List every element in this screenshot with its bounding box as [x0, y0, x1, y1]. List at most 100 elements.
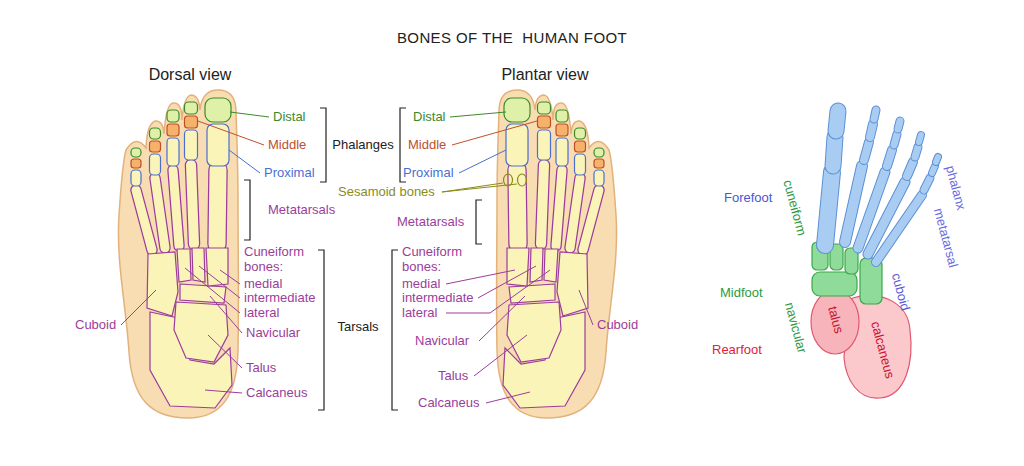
group-label: Phalanges — [332, 138, 393, 153]
leader-line — [459, 150, 506, 173]
sesamoid-bone — [518, 174, 527, 186]
leader-line — [230, 112, 269, 117]
leader-line — [220, 270, 240, 284]
forefoot-bone — [924, 178, 930, 190]
region-label: Forefoot — [724, 191, 772, 206]
bone-label: lateral — [244, 306, 279, 321]
forefoot-bone — [825, 172, 832, 245]
bone-label: Navicular — [246, 326, 300, 341]
navicular-region — [812, 272, 857, 296]
bone-label: Proximal — [403, 166, 454, 181]
bone-label: phalanx — [942, 164, 968, 212]
forefoot-bone — [876, 195, 922, 262]
bone-label: intermediate — [244, 291, 316, 306]
bone-label: Metatarsals — [397, 215, 464, 230]
forefoot-bone — [915, 147, 918, 157]
leader-line — [452, 121, 537, 145]
bone-label: Calcaneus — [246, 386, 307, 401]
bone-label: metatarsal — [930, 207, 960, 270]
region-label: Rearfoot — [712, 343, 762, 358]
forefoot-bone — [864, 142, 869, 160]
forefoot-bone — [874, 110, 876, 119]
forefoot-bone — [876, 195, 922, 262]
forefoot-bone — [907, 162, 913, 176]
bone-label: Distal — [273, 110, 306, 125]
leader-line — [205, 390, 242, 393]
forefoot-bone — [915, 147, 918, 157]
leader-line — [208, 335, 242, 368]
leader-line — [450, 112, 506, 117]
leader-line — [442, 184, 517, 192]
forefoot-bone — [936, 157, 938, 162]
bracket — [244, 180, 250, 240]
forefoot-bone — [932, 166, 935, 173]
bone-label: Distal — [413, 110, 446, 125]
dorsal-foot — [118, 90, 238, 418]
leader-line — [479, 296, 525, 341]
forefoot-bone — [870, 124, 873, 137]
talus-region — [811, 290, 859, 354]
bone-label: navicular — [781, 301, 809, 355]
leader-line — [199, 266, 240, 298]
leader-line — [121, 290, 156, 325]
leader-line — [486, 392, 530, 403]
bracket — [476, 200, 482, 244]
group-label: Tarsals — [337, 320, 378, 335]
forefoot-bone — [898, 121, 900, 129]
bone-label: Proximal — [264, 166, 315, 181]
bone-label: Calcaneus — [418, 396, 479, 411]
view-title: Dorsal view — [149, 66, 232, 84]
forefoot-bone — [894, 134, 897, 145]
forefoot-bone — [898, 121, 900, 129]
forefoot-bone — [836, 111, 838, 131]
forefoot-bone — [833, 137, 835, 166]
leader-line — [185, 268, 240, 313]
forefoot-bone — [825, 172, 832, 245]
bone-label: Talus — [438, 369, 468, 384]
bone-label: Middle — [268, 138, 306, 153]
region-label: Midfoot — [720, 286, 763, 301]
forefoot-bone — [924, 178, 930, 190]
bone-label: medial — [244, 277, 282, 292]
region-foot — [811, 110, 938, 398]
leader-line — [229, 150, 260, 173]
bone-label: Cuneiform bones: — [402, 245, 474, 275]
forefoot-bone — [864, 142, 869, 160]
leader-line — [579, 290, 593, 325]
forefoot-bone — [836, 111, 838, 131]
bone-label: Cuboid — [597, 318, 638, 333]
forefoot-bone — [936, 157, 938, 162]
forefoot-bone — [932, 166, 935, 173]
bone-label: lateral — [402, 306, 437, 321]
bone-label: Navicular — [415, 334, 469, 349]
forefoot-bone — [887, 150, 892, 166]
forefoot-bone — [887, 150, 892, 166]
bone-label: Middle — [408, 138, 446, 153]
bone-label: cuneiform — [779, 179, 808, 238]
bone-label: medial — [402, 277, 440, 292]
leader-line — [210, 296, 242, 333]
diagram-title: BONES OF THE HUMAN FOOT — [397, 29, 627, 46]
plantar-foot — [497, 90, 617, 418]
forefoot-bone — [919, 135, 921, 142]
bone-label: Talus — [246, 361, 276, 376]
bracket — [318, 250, 324, 410]
forefoot-bone — [833, 137, 835, 166]
bracket — [320, 108, 326, 182]
bone-label: Sesamoid bones — [338, 185, 435, 200]
bone-label: Cuboid — [75, 318, 116, 333]
bone-label: Cuneiform bones: — [244, 245, 316, 275]
bracket — [392, 250, 398, 410]
view-title: Plantar view — [501, 66, 588, 84]
forefoot-bone — [874, 110, 876, 119]
leader-line — [198, 121, 264, 145]
leader-line — [474, 335, 527, 376]
forefoot-bone — [919, 135, 921, 142]
forefoot-bone — [894, 134, 897, 145]
bone-label: intermediate — [402, 291, 474, 306]
leader-line — [446, 270, 515, 284]
leader-line — [478, 266, 536, 298]
forefoot-bone — [870, 124, 873, 137]
forefoot-bone — [907, 162, 913, 176]
